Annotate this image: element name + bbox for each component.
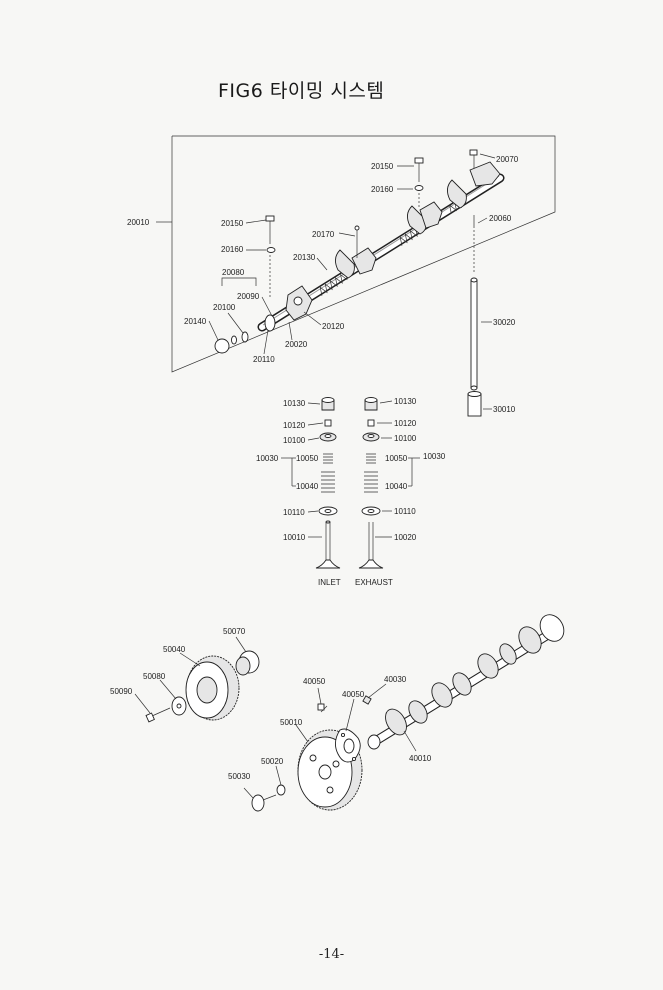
rocker-arm-2 bbox=[335, 247, 377, 279]
shaft-end-plug-20090 bbox=[264, 314, 276, 332]
label-20150-right: 20150 bbox=[371, 162, 394, 171]
rocker-assembly-frame bbox=[171, 135, 556, 373]
bolt-40050 bbox=[317, 703, 328, 713]
label-20110: 20110 bbox=[253, 355, 275, 364]
label-50030: 50030 bbox=[228, 772, 251, 781]
figure-title: FIG6 타이밍 시스템 bbox=[218, 80, 385, 102]
rocker-leaders bbox=[156, 153, 496, 355]
o-ring-20140 bbox=[214, 338, 230, 354]
bushing-50070 bbox=[235, 650, 260, 676]
label-30010: 30010 bbox=[493, 405, 516, 414]
washer-20160-right bbox=[414, 185, 424, 191]
label-20160-left: 20160 bbox=[221, 245, 244, 254]
bolt-20070 bbox=[469, 149, 478, 168]
label-50040: 50040 bbox=[163, 645, 186, 654]
label-50020: 50020 bbox=[261, 757, 284, 766]
label-20120: 20120 bbox=[322, 322, 345, 331]
label-10110-inlet: 10110 bbox=[283, 508, 305, 517]
label-40050-plate: 40050 bbox=[342, 690, 365, 699]
label-20130: 20130 bbox=[293, 253, 316, 262]
label-40050-bolt: 40050 bbox=[303, 677, 326, 686]
label-10050-inlet: 10050 bbox=[296, 454, 319, 463]
label-20140: 20140 bbox=[184, 317, 207, 326]
label-40010: 40010 bbox=[409, 754, 432, 763]
stud-20170 bbox=[354, 225, 360, 258]
label-10100-inlet: 10100 bbox=[283, 436, 306, 445]
label-10110-exhaust: 10110 bbox=[394, 507, 416, 516]
label-50070: 50070 bbox=[223, 627, 246, 636]
label-exhaust: EXHAUST bbox=[355, 578, 393, 587]
rocker-arm-4 bbox=[447, 161, 501, 209]
label-inlet: INLET bbox=[318, 578, 341, 587]
label-20170: 20170 bbox=[312, 230, 335, 239]
page-number: -14- bbox=[318, 947, 345, 962]
label-50090: 50090 bbox=[110, 687, 133, 696]
label-10120-exhaust: 10120 bbox=[394, 419, 417, 428]
snap-washer bbox=[231, 335, 237, 345]
label-20100: 20100 bbox=[213, 303, 236, 312]
bolt-20150-left bbox=[265, 215, 275, 298]
label-10020: 10020 bbox=[394, 533, 417, 542]
tappet-30010 bbox=[467, 391, 482, 417]
label-10040-exhaust: 10040 bbox=[385, 482, 408, 491]
label-20090: 20090 bbox=[237, 292, 260, 301]
exhaust-valve-stack bbox=[358, 397, 384, 569]
label-20150-left: 20150 bbox=[221, 219, 244, 228]
washer-50020 bbox=[276, 784, 286, 796]
label-40030: 40030 bbox=[384, 675, 407, 684]
push-rod-30020 bbox=[470, 277, 478, 391]
label-10130-exhaust: 10130 bbox=[394, 397, 417, 406]
label-10030-inlet: 10030 bbox=[256, 454, 279, 463]
label-20070: 20070 bbox=[496, 155, 519, 164]
gear-leaders bbox=[134, 636, 417, 799]
washer-20160-left bbox=[266, 247, 276, 253]
inlet-valve-stack bbox=[315, 397, 341, 569]
part-labels: 20010 20150 20160 20080 20090 20100 2014… bbox=[110, 155, 519, 781]
bolt-50090 bbox=[145, 707, 171, 723]
plate-50080 bbox=[171, 696, 187, 716]
rocker-arm-1 bbox=[285, 285, 313, 321]
label-20060: 20060 bbox=[489, 214, 512, 223]
idler-gear-50040 bbox=[185, 655, 240, 721]
label-10050-exhaust: 10050 bbox=[385, 454, 408, 463]
label-20020: 20020 bbox=[285, 340, 308, 349]
valve-leaders bbox=[281, 400, 420, 538]
bolt-50030 bbox=[251, 794, 277, 812]
spacer-20100 bbox=[241, 331, 249, 343]
label-30020: 30020 bbox=[493, 318, 516, 327]
label-20160-right: 20160 bbox=[371, 185, 394, 194]
label-10010: 10010 bbox=[283, 533, 306, 542]
label-20080: 20080 bbox=[222, 268, 245, 277]
camshaft-40010 bbox=[367, 614, 565, 750]
label-10120-inlet: 10120 bbox=[283, 421, 306, 430]
label-10100-exhaust: 10100 bbox=[394, 434, 417, 443]
label-10130-inlet: 10130 bbox=[283, 399, 306, 408]
label-10040-inlet: 10040 bbox=[296, 482, 319, 491]
thrust-plate-40050 bbox=[335, 728, 361, 763]
bolt-20150-right bbox=[414, 157, 424, 208]
rocker-arm-3 bbox=[407, 201, 443, 235]
label-20010: 20010 bbox=[127, 218, 150, 227]
label-50080: 50080 bbox=[143, 672, 166, 681]
rocker-assembly-group bbox=[156, 135, 556, 373]
label-50010: 50010 bbox=[280, 718, 303, 727]
label-10030-exhaust: 10030 bbox=[423, 452, 446, 461]
